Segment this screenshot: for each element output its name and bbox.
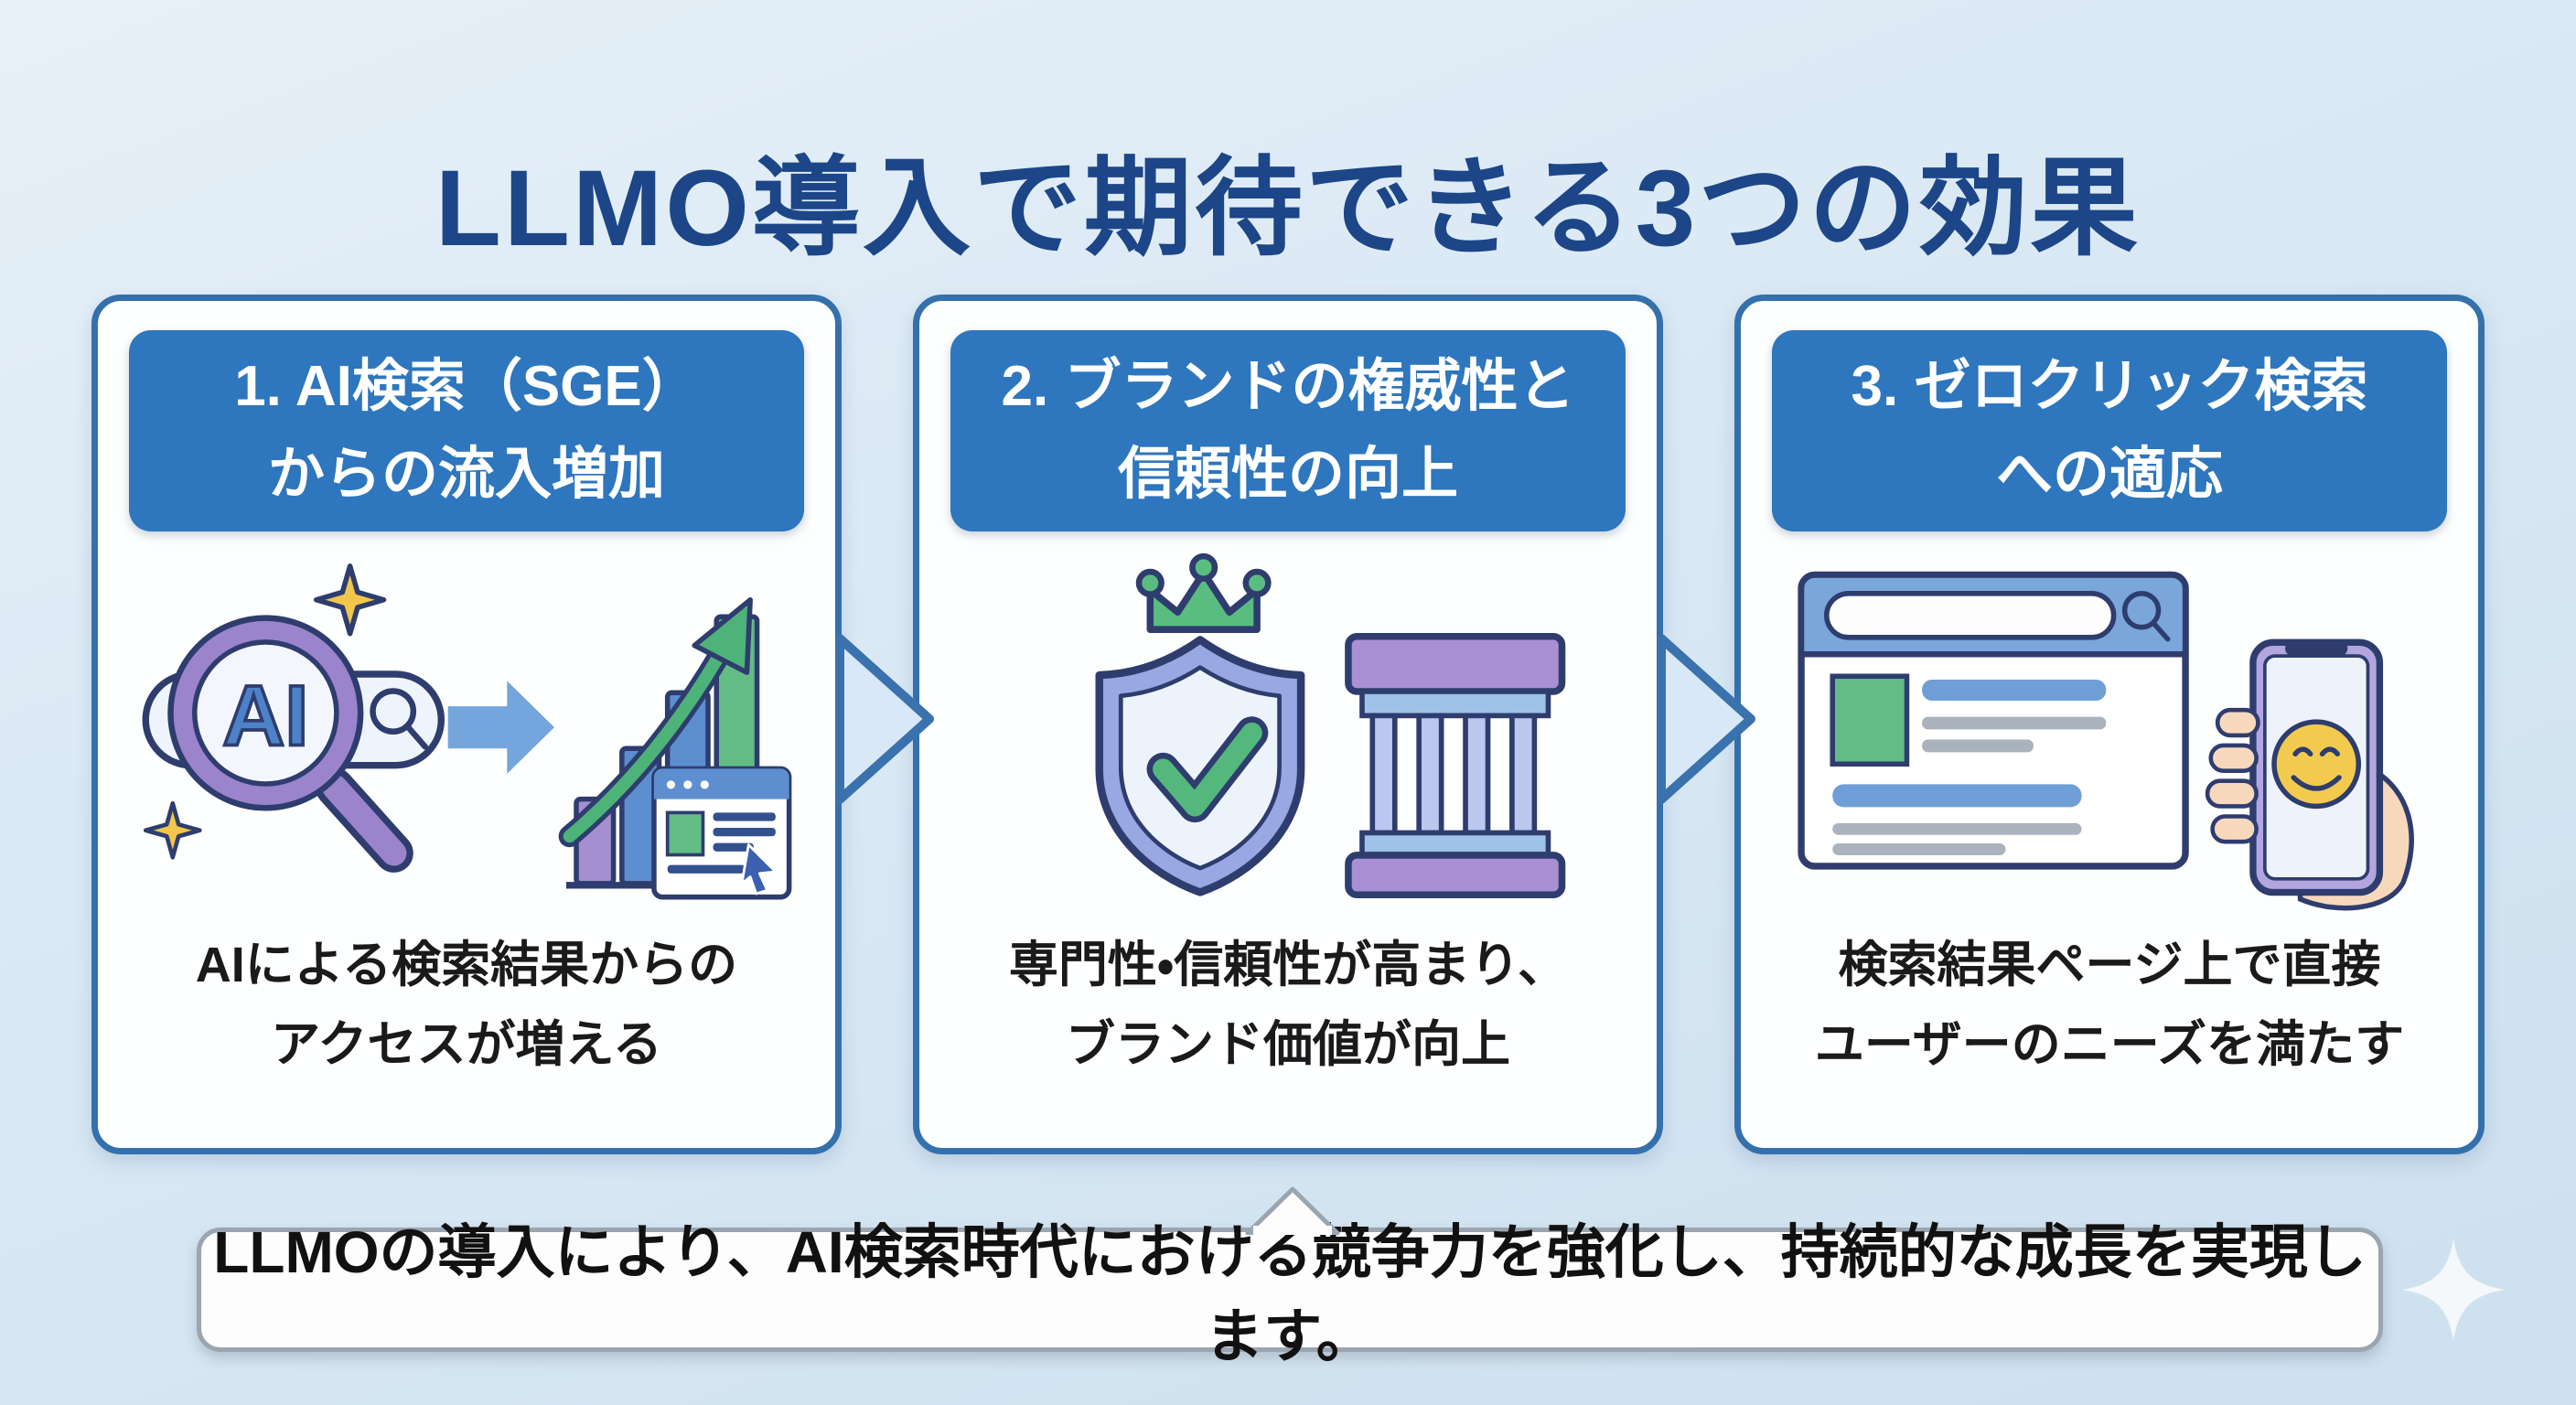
effect-card-3-header: 3. ゼロクリック検索 への適応: [1772, 330, 2447, 531]
svg-text:AI: AI: [222, 667, 308, 763]
effect-card-1-header: 1. AI検索（SGE） からの流入増加: [129, 330, 804, 531]
effect-card-3: 3. ゼロクリック検索 への適応: [1734, 295, 2485, 1154]
effect-card-2: 2. ブランドの権威性と 信頼性の向上: [913, 295, 1663, 1154]
page-title: LLMO導入で期待できる3つの効果: [435, 148, 2141, 270]
effect-card-1: 1. AI検索（SGE） からの流入増加 AI: [91, 295, 842, 1154]
ai-search-growth-icon: AI: [98, 531, 835, 926]
effects-cards-row: 1. AI検索（SGE） からの流入増加 AI: [91, 295, 2485, 1154]
effect-card-3-description: 検索結果ページ上で直接 ユーザーのニーズを満たす: [1814, 938, 2405, 1072]
chevron-right-icon: [1657, 634, 1755, 804]
summary-banner: LLMOの導入により、AI検索時代における競争力を強化し、持続的な成長を実現しま…: [197, 1219, 2383, 1369]
effect-card-2-description: 専門性・信頼性が高まり、 ブランド価値が向上: [1008, 938, 1568, 1072]
speech-tail-icon: [1245, 1186, 1340, 1235]
effect-card-2-header: 2. ブランドの権威性と 信頼性の向上: [950, 330, 1626, 531]
chevron-right-icon: [835, 634, 934, 804]
effect-card-1-description: AIによる検索結果からの アクセスが増える: [195, 938, 738, 1072]
sparkle-icon: [2402, 1239, 2505, 1341]
authority-shield-bank-icon: [919, 531, 1657, 926]
zero-click-serp-phone-icon: [1741, 531, 2478, 926]
